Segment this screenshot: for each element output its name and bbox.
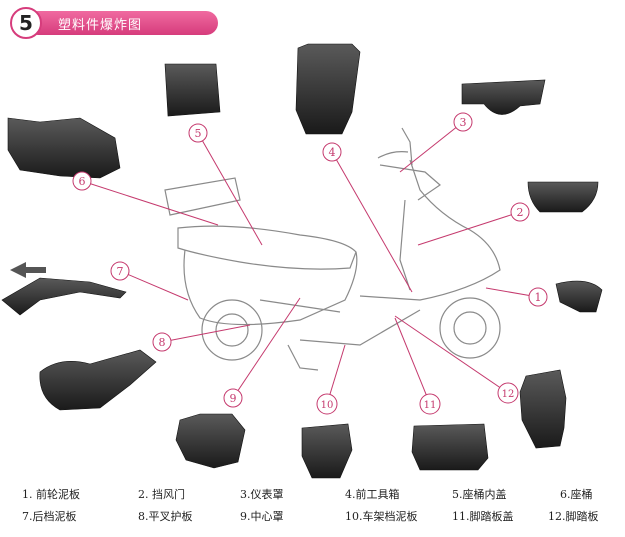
part-footboard-cover	[411, 423, 489, 471]
callout-3: 3	[453, 112, 473, 132]
callout-1: 1	[528, 287, 548, 307]
callout-10: 10	[316, 393, 338, 415]
callout-label: 1	[535, 291, 542, 304]
callout-7: 7	[110, 261, 130, 281]
callout-4: 4	[322, 142, 342, 162]
callout-label: 12	[502, 389, 515, 400]
callout-label: 8	[159, 336, 166, 349]
section-title: 塑料件爆炸图	[58, 18, 143, 33]
legend-item-4: 4.前工具箱	[345, 488, 400, 501]
callout-label: 11	[424, 400, 437, 411]
header-bar	[26, 11, 218, 35]
part-center-cover	[175, 413, 246, 469]
callout-label: 5	[195, 127, 202, 140]
part-dashboard-cover	[461, 79, 546, 115]
legend-item-8: 8.平叉护板	[138, 510, 193, 523]
part-frame-fender	[301, 423, 353, 479]
leader-lines	[81, 121, 539, 405]
callouts: 1 2 3 4 5 6 7 8 9 10 11 12	[72, 112, 548, 415]
part-front-toolbox	[295, 43, 361, 135]
callout-9: 9	[223, 388, 243, 408]
callout-11: 11	[419, 393, 441, 415]
callout-label: 4	[329, 146, 336, 159]
part-seat-bucket	[7, 117, 121, 179]
legend-item-2: 2. 挡风门	[138, 488, 185, 501]
callout-label: 6	[79, 175, 86, 188]
legend-item-1: 1. 前轮泥板	[22, 488, 80, 501]
legend-item-7: 7.后档泥板	[22, 510, 77, 523]
part-swingarm-guard	[39, 349, 157, 411]
callout-label: 10	[321, 400, 334, 411]
callout-8: 8	[152, 332, 172, 352]
callout-6: 6	[72, 171, 92, 191]
part-footboard	[519, 369, 567, 449]
legend-item-3: 3.仪表罩	[240, 488, 284, 501]
arrow-icon	[10, 262, 46, 278]
callout-label: 2	[517, 206, 524, 219]
section-number-badge: 5	[10, 7, 42, 39]
callout-2: 2	[510, 202, 530, 222]
parts	[1, 43, 603, 479]
legend-item-5: 5.座桶内盖	[452, 488, 507, 501]
part-rear-fender	[1, 277, 127, 316]
callout-5: 5	[188, 123, 208, 143]
callout-12: 12	[497, 382, 519, 404]
callout-label: 3	[460, 116, 467, 129]
section-header: 5 塑料件爆炸图	[10, 7, 220, 39]
part-windshield-door	[527, 181, 599, 213]
legend-item-6: 6.座桶	[560, 488, 593, 501]
legend-item-10: 10.车架档泥板	[345, 510, 418, 523]
callout-label: 7	[117, 265, 124, 278]
part-front-fender	[555, 280, 603, 313]
part-seat-inner-lid	[164, 63, 221, 117]
legend-item-12: 12.脚踏板	[548, 510, 599, 523]
legend-item-11: 11.脚踏板盖	[452, 510, 514, 523]
callout-label: 9	[230, 392, 237, 405]
legend-item-9: 9.中心罩	[240, 510, 284, 523]
scooter-outline	[164, 127, 501, 371]
